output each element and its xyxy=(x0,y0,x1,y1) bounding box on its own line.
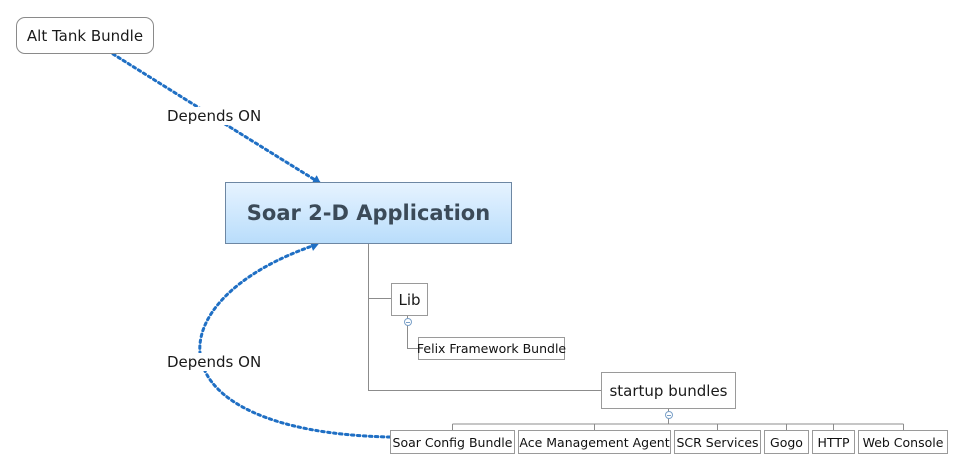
subtopic-label: HTTP xyxy=(817,434,850,450)
relationship-label-upper[interactable]: Depends ON xyxy=(165,107,264,125)
subtopic-soar-config-bundle[interactable]: Soar Config Bundle xyxy=(390,430,515,454)
subtopic-http[interactable]: HTTP xyxy=(812,430,855,454)
subtopic-gogo[interactable]: Gogo xyxy=(764,430,809,454)
subtopic-label: Ace Management Agent xyxy=(519,434,670,450)
subtopic-label: Web Console xyxy=(862,434,944,450)
branch-topic-startup-label: startup bundles xyxy=(609,381,728,400)
subtopic-ace-management-agent[interactable]: Ace Management Agent xyxy=(518,430,671,454)
collapse-toggle-startup-bundles[interactable] xyxy=(664,411,673,419)
subtopic-label: Gogo xyxy=(770,434,803,450)
branch-topic-lib[interactable]: Lib xyxy=(391,283,428,316)
central-topic[interactable]: Soar 2-D Application xyxy=(225,182,512,244)
subtopic-label: Felix Framework Bundle xyxy=(416,341,567,356)
subtopic-scr-services[interactable]: SCR Services xyxy=(674,430,761,454)
subtopic-label: Soar Config Bundle xyxy=(392,434,513,450)
subtopic-web-console[interactable]: Web Console xyxy=(858,430,948,454)
subtopic-label: SCR Services xyxy=(676,434,759,450)
branch-topic-startup-bundles[interactable]: startup bundles xyxy=(601,372,736,409)
branch-topic-lib-label: Lib xyxy=(398,290,421,309)
collapse-toggle-lib[interactable] xyxy=(403,318,412,326)
relationship-line-soar-config[interactable] xyxy=(198,241,392,439)
relationship-label-lower[interactable]: Depends ON xyxy=(165,353,264,371)
floating-topic-alt-tank-bundle[interactable]: Alt Tank Bundle xyxy=(16,17,154,54)
subtopic-felix-framework-bundle[interactable]: Felix Framework Bundle xyxy=(416,337,567,360)
floating-topic-label: Alt Tank Bundle xyxy=(26,26,144,45)
central-topic-label: Soar 2-D Application xyxy=(246,201,491,225)
